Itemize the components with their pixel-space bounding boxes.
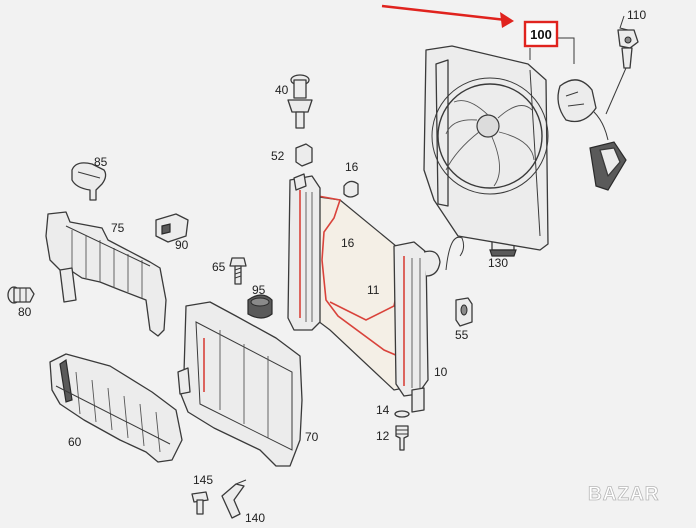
label-90: 90 [175, 238, 189, 252]
part-100-leader-lines [529, 37, 575, 64]
part-75-air-guide [45, 211, 167, 337]
part-14-washer [394, 410, 410, 418]
part-85-clip [71, 162, 107, 201]
part-70-air-guide-frame [177, 301, 303, 467]
label-65: 65 [212, 260, 226, 274]
part-140-bracket [221, 479, 247, 519]
part-110-connector [605, 15, 639, 115]
label-52: 52 [271, 149, 285, 163]
label-100: 100 [530, 27, 552, 42]
label-12: 12 [376, 429, 390, 443]
label-140: 140 [245, 511, 265, 525]
label-110: 110 [627, 8, 646, 22]
label-60: 60 [68, 435, 82, 449]
part-60-lower-duct [49, 353, 183, 463]
radiator-left-tank [287, 173, 321, 331]
part-100-highlight-box [523, 20, 559, 48]
label-70: 70 [305, 430, 319, 444]
label-40: 40 [275, 83, 289, 97]
label-14: 14 [376, 403, 390, 417]
label-80: 80 [18, 305, 32, 319]
part-65-bolt [229, 257, 247, 285]
label-11: 11 [367, 283, 380, 297]
part-10-radiator-tank [393, 241, 441, 413]
watermark: BAZAR [588, 484, 660, 505]
part-52-nut [295, 143, 313, 167]
part-12-drain-plug [395, 425, 409, 451]
part-90-bracket [155, 213, 189, 243]
label-16-upper: 16 [345, 160, 359, 174]
label-16-lower: 16 [341, 236, 355, 250]
label-95: 95 [252, 283, 266, 297]
part-16-clip-upper [343, 180, 359, 198]
label-130: 130 [488, 256, 508, 270]
condenser-core [311, 195, 405, 391]
part-100-fan-assembly [423, 45, 549, 251]
label-10: 10 [434, 365, 448, 379]
label-55: 55 [455, 328, 469, 342]
part-80-push-pin [7, 286, 35, 304]
part-145-bolt [191, 491, 209, 515]
part-40-fastener [287, 74, 313, 129]
label-85: 85 [94, 155, 108, 169]
label-145: 145 [193, 473, 213, 487]
part-55-grommet [455, 297, 473, 327]
fan-motor [557, 79, 627, 191]
part-95-rubber-mount [247, 294, 273, 319]
label-75: 75 [111, 221, 125, 235]
highlight-arrow [381, 4, 514, 28]
